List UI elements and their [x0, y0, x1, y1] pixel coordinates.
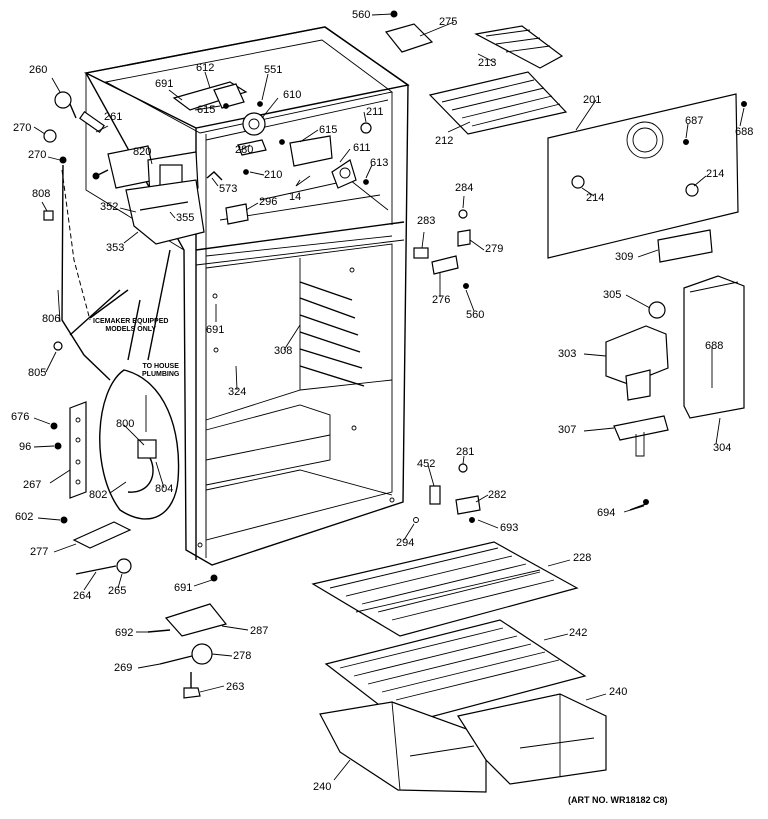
callout-307: 307 — [558, 424, 577, 436]
callout-573: 573 — [219, 183, 238, 195]
callout-277: 277 — [30, 546, 49, 558]
callout-691: 691 — [155, 78, 174, 90]
callout-804: 804 — [155, 483, 174, 495]
callout-560: 560 — [352, 9, 371, 21]
freezer-top-parts — [172, 81, 372, 225]
callout-275: 275 — [439, 16, 458, 28]
wire-shelf-228 — [311, 541, 579, 637]
control-housing — [605, 275, 745, 511]
callout-284: 284 — [455, 182, 474, 194]
bottom-parts — [60, 516, 228, 699]
callout-693: 693 — [500, 522, 519, 534]
plumbing-note-line-2: PLUMBING — [142, 371, 180, 378]
callout-267: 267 — [23, 479, 42, 491]
crisper-drawers-240 — [319, 693, 607, 793]
callout-269: 269 — [114, 662, 133, 674]
callout-613: 613 — [370, 157, 389, 169]
callout-805: 805 — [28, 367, 47, 379]
rear-panel-201 — [547, 93, 747, 263]
leader-lines — [33, 13, 745, 781]
callout-265: 265 — [108, 585, 127, 597]
callout-278: 278 — [233, 650, 252, 662]
callout-212: 212 — [435, 135, 454, 147]
callout-612: 612 — [196, 62, 215, 74]
callout-688: 688 — [705, 340, 724, 352]
water-valve-kit — [50, 249, 180, 520]
callout-260: 260 — [29, 64, 48, 76]
callout-240: 240 — [609, 686, 628, 698]
callout-800: 800 — [116, 418, 135, 430]
callout-308: 308 — [274, 345, 293, 357]
art-number: (ART NO. WR18182 C8) — [568, 795, 668, 805]
callout-264: 264 — [73, 590, 92, 602]
callout-452: 452 — [417, 458, 436, 470]
callout-214: 214 — [586, 192, 605, 204]
callout-96: 96 — [19, 441, 32, 453]
callout-806: 806 — [42, 313, 61, 325]
callout-676: 676 — [11, 411, 30, 423]
callout-261: 261 — [104, 111, 123, 123]
callout-282: 282 — [488, 489, 507, 501]
callout-615: 615 — [197, 104, 216, 116]
icemaker-note: ICEMAKER EQUIPPED MODELS ONLY — [93, 318, 168, 334]
callout-242: 242 — [569, 627, 588, 639]
callout-355: 355 — [176, 212, 195, 224]
callout-611: 611 — [353, 142, 371, 154]
callout-602: 602 — [15, 511, 34, 523]
plumbing-note-line-1: TO HOUSE — [142, 363, 179, 370]
callout-280: 280 — [235, 144, 254, 156]
callout-615: 615 — [319, 124, 338, 136]
callout-808: 808 — [32, 188, 51, 200]
callout-294: 294 — [396, 537, 415, 549]
callout-802: 802 — [89, 489, 108, 501]
callout-691: 691 — [206, 324, 225, 336]
callout-211: 211 — [366, 106, 384, 118]
callout-303: 303 — [558, 348, 577, 360]
callout-560: 560 — [466, 309, 485, 321]
callout-551: 551 — [264, 64, 283, 76]
callout-324: 324 — [228, 386, 247, 398]
callout-281: 281 — [456, 446, 475, 458]
callout-694: 694 — [597, 507, 616, 519]
callout-352: 352 — [100, 201, 119, 213]
callout-687: 687 — [685, 115, 704, 127]
side-hinge-parts — [413, 209, 481, 523]
callout-263: 263 — [226, 681, 245, 693]
callout-691: 691 — [174, 582, 193, 594]
callout-820: 820 — [133, 146, 152, 158]
callout-688: 688 — [735, 126, 754, 138]
callout-353: 353 — [106, 242, 125, 254]
callout-692: 692 — [115, 627, 134, 639]
callout-276: 276 — [432, 294, 451, 306]
callout-14: 14 — [289, 191, 302, 203]
callout-201: 201 — [583, 94, 602, 106]
callout-213: 213 — [478, 57, 497, 69]
callout-279: 279 — [485, 243, 504, 255]
cabinet-shell — [83, 26, 410, 566]
icemaker-note-line-1: ICEMAKER EQUIPPED — [93, 318, 169, 325]
callout-296: 296 — [259, 196, 278, 208]
callout-309: 309 — [615, 251, 634, 263]
callout-228: 228 — [573, 552, 592, 564]
ice-tray-and-rack — [384, 10, 568, 135]
icemaker-assembly — [43, 91, 205, 381]
callout-240: 240 — [313, 781, 332, 793]
callout-270: 270 — [28, 149, 47, 161]
callout-210: 210 — [264, 169, 283, 181]
callout-610: 610 — [283, 89, 302, 101]
plumbing-note: TO HOUSE PLUMBING — [142, 363, 179, 379]
callout-305: 305 — [603, 289, 622, 301]
callout-214: 214 — [706, 168, 725, 180]
callout-270: 270 — [13, 122, 32, 134]
callout-287: 287 — [250, 625, 269, 637]
icemaker-note-line-2: MODELS ONLY — [105, 326, 157, 333]
callout-304: 304 — [713, 442, 732, 454]
callout-283: 283 — [417, 215, 436, 227]
